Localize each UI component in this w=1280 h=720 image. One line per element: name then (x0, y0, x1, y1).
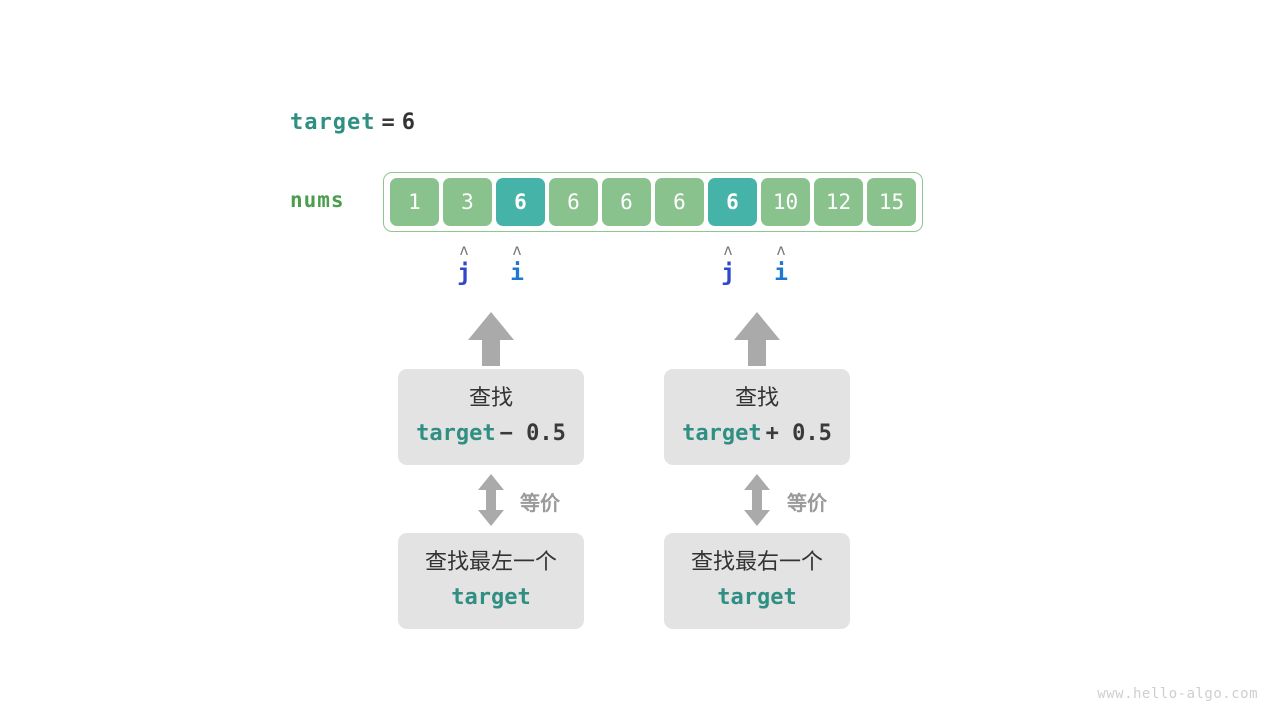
arrow-head (468, 312, 514, 340)
box-line-2: target (451, 582, 530, 614)
arrow-stem (486, 489, 496, 511)
equivalence-double-arrow-icon-right (744, 474, 770, 526)
target-token: target (717, 585, 797, 610)
box-line-1: 查找最右一个 (690, 550, 823, 575)
target-declaration: target=6 (290, 110, 416, 135)
pointer-marker-j-right: ʌ j (708, 241, 748, 287)
array-cell: 15 (867, 178, 916, 226)
pointer-marker-i-right: ʌ i (761, 241, 801, 287)
array-name-label: nums (290, 188, 345, 212)
box-line-2: target− 0.5 (416, 418, 566, 450)
pointer-label: i (774, 260, 788, 286)
array-cell: 6 (549, 178, 598, 226)
pointer-marker-j-left: ʌ j (444, 241, 484, 287)
target-token: target (451, 585, 531, 610)
watermark: www.hello-algo.com (1097, 686, 1258, 702)
up-arrow-icon-left (468, 312, 514, 366)
pointer-label: j (457, 260, 471, 286)
box-line-1: 查找 (734, 386, 779, 411)
search-box-right-upper: 查找 target+ 0.5 (664, 369, 850, 465)
arrow-head (734, 312, 780, 340)
caret-icon: ʌ (512, 241, 522, 259)
caret-icon: ʌ (776, 241, 786, 259)
caret-icon: ʌ (723, 241, 733, 259)
target-token: target (416, 421, 496, 446)
caret-icon: ʌ (459, 241, 469, 259)
array-cell: 6 (496, 178, 545, 226)
array-cell: 3 (443, 178, 492, 226)
array-cell: 6 (602, 178, 651, 226)
box-line-1: 查找 (468, 386, 513, 411)
arrow-head-down (744, 510, 770, 526)
operator-token: + 0.5 (765, 421, 832, 446)
up-arrow-icon-right (734, 312, 780, 366)
arrow-head-up (744, 474, 770, 490)
box-line-2: target (717, 582, 796, 614)
target-value: 6 (401, 110, 416, 135)
pointer-label: j (721, 260, 735, 286)
equals-sign: = (381, 110, 396, 135)
arrow-stem (482, 339, 500, 366)
box-line-2: target+ 0.5 (682, 418, 832, 450)
search-box-left-upper: 查找 target− 0.5 (398, 369, 584, 465)
search-box-left-lower: 查找最左一个 target (398, 533, 584, 629)
box-line-1: 查找最左一个 (424, 550, 557, 575)
array-cell: 10 (761, 178, 810, 226)
equivalence-label-right: 等价 (787, 491, 827, 515)
arrow-head-down (478, 510, 504, 526)
array-cell: 1 (390, 178, 439, 226)
operator-token: − 0.5 (499, 421, 566, 446)
target-keyword: target (290, 110, 376, 135)
target-token: target (682, 421, 762, 446)
array-cell: 12 (814, 178, 863, 226)
array-cell: 6 (655, 178, 704, 226)
arrow-stem (748, 339, 766, 366)
pointer-label: i (510, 260, 524, 286)
search-box-right-lower: 查找最右一个 target (664, 533, 850, 629)
equivalence-label-left: 等价 (520, 491, 560, 515)
arrow-head-up (478, 474, 504, 490)
array-container: 1 3 6 6 6 6 6 10 12 15 (383, 172, 923, 232)
arrow-stem (752, 489, 762, 511)
pointer-marker-i-left: ʌ i (497, 241, 537, 287)
array-cell: 6 (708, 178, 757, 226)
equivalence-double-arrow-icon-left (478, 474, 504, 526)
